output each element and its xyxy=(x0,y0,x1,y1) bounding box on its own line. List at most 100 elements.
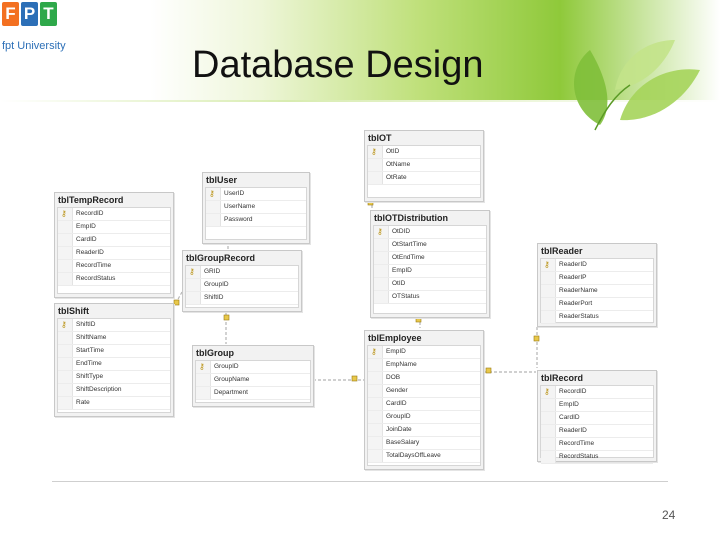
column-row[interactable]: TotalDaysOffLeave xyxy=(368,450,480,463)
column-row[interactable]: ⚷OtID xyxy=(368,146,480,159)
column-name: ReaderID xyxy=(559,425,587,437)
column-row[interactable]: Password xyxy=(206,214,306,227)
column-name: ShiftID xyxy=(76,319,96,331)
column-row[interactable]: UserName xyxy=(206,201,306,214)
column-row[interactable]: ReaderIP xyxy=(541,272,653,285)
column-row[interactable]: ShiftName xyxy=(58,332,170,345)
column-name: ShiftDescription xyxy=(76,384,122,396)
column-row[interactable]: ⚷RecordID xyxy=(541,386,653,399)
table-columns: ⚷ ShiftIDShiftNameStartTimeEndTimeShiftTy… xyxy=(57,318,171,413)
column-row[interactable]: ⚷RecordID xyxy=(58,208,170,221)
column-row[interactable]: RecordTime xyxy=(58,260,170,273)
table-title: tblRecord xyxy=(541,371,583,385)
column-name: RecordTime xyxy=(76,260,111,272)
column-name: UserID xyxy=(224,188,244,200)
column-row[interactable]: ReaderStatus xyxy=(541,311,653,324)
column-row[interactable]: EndTime xyxy=(58,358,170,371)
primary-key-icon: ⚷ xyxy=(61,320,67,330)
key-end-marker xyxy=(534,336,539,341)
column-row[interactable]: JoinDate xyxy=(368,424,480,437)
column-row[interactable]: OtName xyxy=(368,159,480,172)
column-name: RecordID xyxy=(559,386,586,398)
column-name: CardID xyxy=(386,398,407,410)
column-row[interactable]: CardID xyxy=(58,234,170,247)
row-selector: ⚷ xyxy=(196,361,211,373)
column-name: Rate xyxy=(76,397,90,409)
column-name: ReaderIP xyxy=(559,272,586,284)
row-selector xyxy=(58,260,73,272)
column-row[interactable]: RecordTime xyxy=(541,438,653,451)
column-row[interactable]: GroupID xyxy=(186,279,298,292)
column-row[interactable]: OtStartTime xyxy=(374,239,486,252)
column-row[interactable]: ShiftType xyxy=(58,371,170,384)
key-end-marker xyxy=(224,315,229,320)
column-row[interactable]: StartTime xyxy=(58,345,170,358)
column-name: TotalDaysOffLeave xyxy=(386,450,441,462)
column-name: Password xyxy=(224,214,253,226)
column-name: ReaderID xyxy=(76,247,104,259)
primary-key-icon: ⚷ xyxy=(371,347,377,357)
column-row[interactable]: Gender xyxy=(368,385,480,398)
column-row[interactable]: GroupID xyxy=(368,411,480,424)
column-row[interactable]: ReaderName xyxy=(541,285,653,298)
row-selector xyxy=(206,214,221,226)
column-name: EmpID xyxy=(386,346,406,358)
row-selector xyxy=(58,234,73,246)
row-selector xyxy=(541,451,556,463)
column-row[interactable]: ShiftID xyxy=(186,292,298,305)
table-title: tblOTDistribution xyxy=(374,211,448,225)
column-name: ReaderID xyxy=(559,259,587,271)
column-row[interactable]: ⚷GRID xyxy=(186,266,298,279)
column-row[interactable]: CardID xyxy=(541,412,653,425)
column-row[interactable]: ShiftDescription xyxy=(58,384,170,397)
key-end-marker xyxy=(486,368,491,373)
row-selector xyxy=(368,385,383,397)
column-row[interactable]: BaseSalary xyxy=(368,437,480,450)
column-row[interactable]: RecordStatus xyxy=(541,451,653,464)
table-columns: ⚷GroupIDGroupNameDepartment xyxy=(195,360,311,403)
column-row[interactable]: RecordStatus xyxy=(58,273,170,286)
column-row[interactable]: Department xyxy=(196,387,310,400)
column-row[interactable]: EmpID xyxy=(541,399,653,412)
column-row[interactable]: Rate xyxy=(58,397,170,410)
column-name: OtID xyxy=(386,146,399,158)
column-name: GroupID xyxy=(214,361,239,373)
column-row[interactable]: ⚷ EmpID xyxy=(368,346,480,359)
row-selector xyxy=(368,372,383,384)
column-row[interactable]: EmpID xyxy=(58,221,170,234)
column-row[interactable]: OtID xyxy=(374,278,486,291)
column-row[interactable]: ReaderID xyxy=(58,247,170,260)
column-row[interactable]: ⚷UserID xyxy=(206,188,306,201)
column-row[interactable]: CardID xyxy=(368,398,480,411)
column-row[interactable]: ⚷ReaderID xyxy=(541,259,653,272)
column-row[interactable]: ⚷OtDID xyxy=(374,226,486,239)
column-row[interactable]: OTStatus xyxy=(374,291,486,304)
column-row[interactable]: OtRate xyxy=(368,172,480,185)
column-row[interactable]: ReaderPort xyxy=(541,298,653,311)
column-row[interactable]: ⚷ ShiftID xyxy=(58,319,170,332)
row-selector: ⚷ xyxy=(368,346,383,358)
column-name: ShiftName xyxy=(76,332,106,344)
row-selector xyxy=(368,172,383,184)
row-selector xyxy=(368,359,383,371)
column-row[interactable]: DOB xyxy=(368,372,480,385)
column-row[interactable]: EmpID xyxy=(374,265,486,278)
column-row[interactable]: EmpName xyxy=(368,359,480,372)
column-row[interactable]: GroupName xyxy=(196,374,310,387)
column-row[interactable]: OtEndTime xyxy=(374,252,486,265)
table-title: tblGroup xyxy=(196,346,234,360)
column-row[interactable]: ⚷GroupID xyxy=(196,361,310,374)
column-row[interactable]: ReaderID xyxy=(541,425,653,438)
row-selector xyxy=(206,201,221,213)
table-columns: ⚷RecordIDEmpIDCardIDReaderIDRecordTime Re… xyxy=(540,385,654,458)
